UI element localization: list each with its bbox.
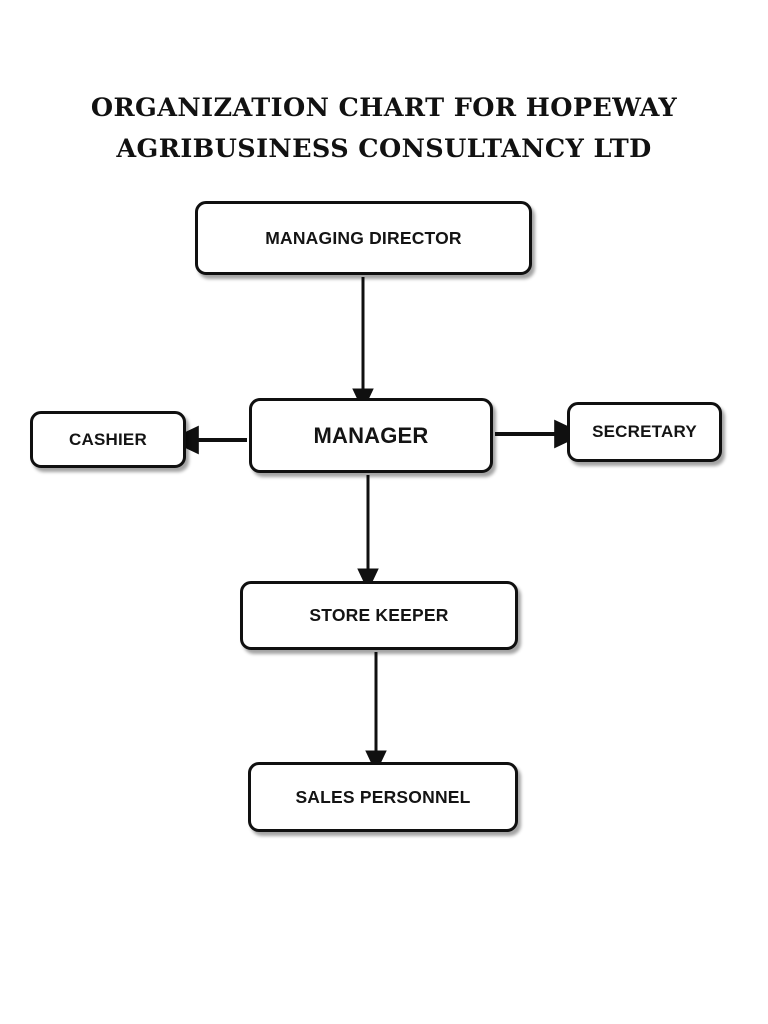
node-secretary[interactable]: SECRETARY xyxy=(567,402,722,462)
node-cashier-label: CASHIER xyxy=(69,429,147,449)
page-title: ORGANIZATION CHART FOR HOPEWAY AGRIBUSIN… xyxy=(90,93,678,164)
node-secretary-label: SECRETARY xyxy=(592,422,697,441)
node-managing-director[interactable]: MANAGING DIRECTOR xyxy=(195,201,532,275)
node-managing-director-label: MANAGING DIRECTOR xyxy=(265,227,462,248)
node-store-keeper-label: STORE KEEPER xyxy=(309,605,449,625)
node-cashier[interactable]: CASHIER xyxy=(30,411,186,468)
node-sales-personnel[interactable]: SALES PERSONNEL xyxy=(248,762,518,832)
node-manager-label: MANAGER xyxy=(313,422,429,448)
node-sales-personnel-label: SALES PERSONNEL xyxy=(295,786,471,807)
node-manager[interactable]: MANAGER xyxy=(249,398,493,473)
node-store-keeper[interactable]: STORE KEEPER xyxy=(240,581,518,650)
